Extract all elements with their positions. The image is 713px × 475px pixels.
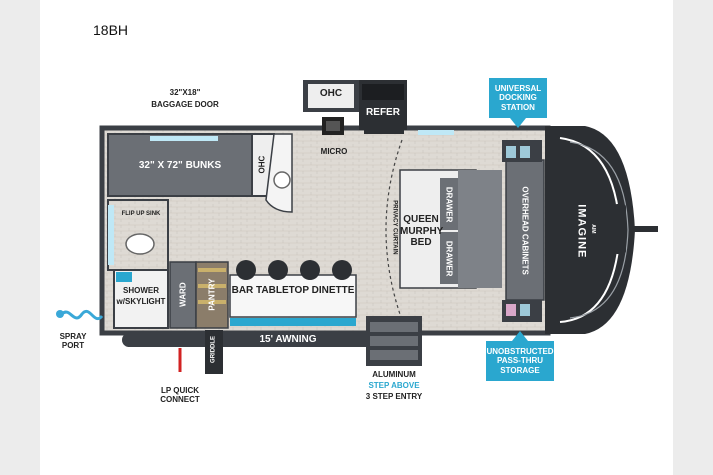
floorplan-drawing — [56, 80, 658, 374]
privacy-curtain-label: PRIVACY CURTAIN — [391, 200, 398, 255]
queen-bed-label: QUEEN MURPHY BED — [400, 214, 444, 248]
entry-line3: 3 STEP ENTRY — [365, 392, 423, 401]
entry-line1: ALUMINUM — [372, 370, 416, 379]
tongue — [630, 226, 658, 232]
pass-thru-text: UNOBSTRUCTED PASS-THRU STORAGE — [486, 347, 554, 375]
entry-line2: STEP ABOVE — [368, 381, 420, 390]
ohc-top-label: OHC — [319, 88, 343, 99]
wardrobe — [169, 261, 197, 329]
lp-quick-connect-label: LP QUICK CONNECT — [160, 386, 200, 405]
pass-thru-callout-pointer — [512, 331, 528, 341]
overhead-cabinets-label: OVERHEAD CABINETS — [520, 186, 530, 275]
dinette-counter — [229, 274, 357, 318]
baggage-door-size: 32"X18" — [169, 88, 201, 97]
spray-hose — [60, 310, 104, 320]
ohc-bunk-label: OHC — [257, 155, 267, 174]
awning — [122, 333, 380, 347]
drawer-top-label: DRAWER — [444, 186, 454, 223]
drawer-bottom-label: DRAWER — [444, 240, 454, 277]
docking-callout-pointer — [510, 118, 526, 128]
bunks-label: 32" X 72" BUNKS — [138, 160, 222, 171]
spray-port-label: SPRAY PORT — [59, 332, 87, 351]
skylight-label: w/SKYLIGHT — [116, 297, 166, 306]
pantry — [195, 261, 229, 329]
pantry-label: PANTRY — [207, 278, 217, 311]
brand-wordmark: IMAGINE — [575, 204, 588, 259]
front-cap — [545, 126, 635, 334]
refer-label: REFER — [366, 107, 400, 118]
micro-label: MICRO — [320, 147, 348, 156]
docking-station-callout: UNIVERSAL DOCKING STATION — [489, 78, 547, 118]
bunks — [107, 133, 253, 197]
baggage-door-label: BAGGAGE DOOR — [151, 100, 219, 109]
pass-thru-callout: UNOBSTRUCTED PASS-THRU STORAGE — [486, 341, 554, 381]
griddle — [205, 330, 223, 374]
floorplan-page: 18BH — [40, 0, 673, 475]
brand-sub: AIM — [589, 224, 596, 234]
griddle-label: GRIDDLE — [210, 335, 217, 363]
ward-label: WARD — [178, 282, 188, 307]
model-title: 18BH — [93, 22, 129, 38]
awning-label: 15' AWNING — [259, 334, 317, 345]
flip-up-sink-label: FLIP UP SINK — [121, 211, 161, 217]
shower-label: SHOWER — [123, 286, 159, 295]
dinette-label: BAR TABLETOP DINETTE — [231, 285, 355, 296]
docking-station-text: UNIVERSAL DOCKING STATION — [494, 84, 542, 112]
